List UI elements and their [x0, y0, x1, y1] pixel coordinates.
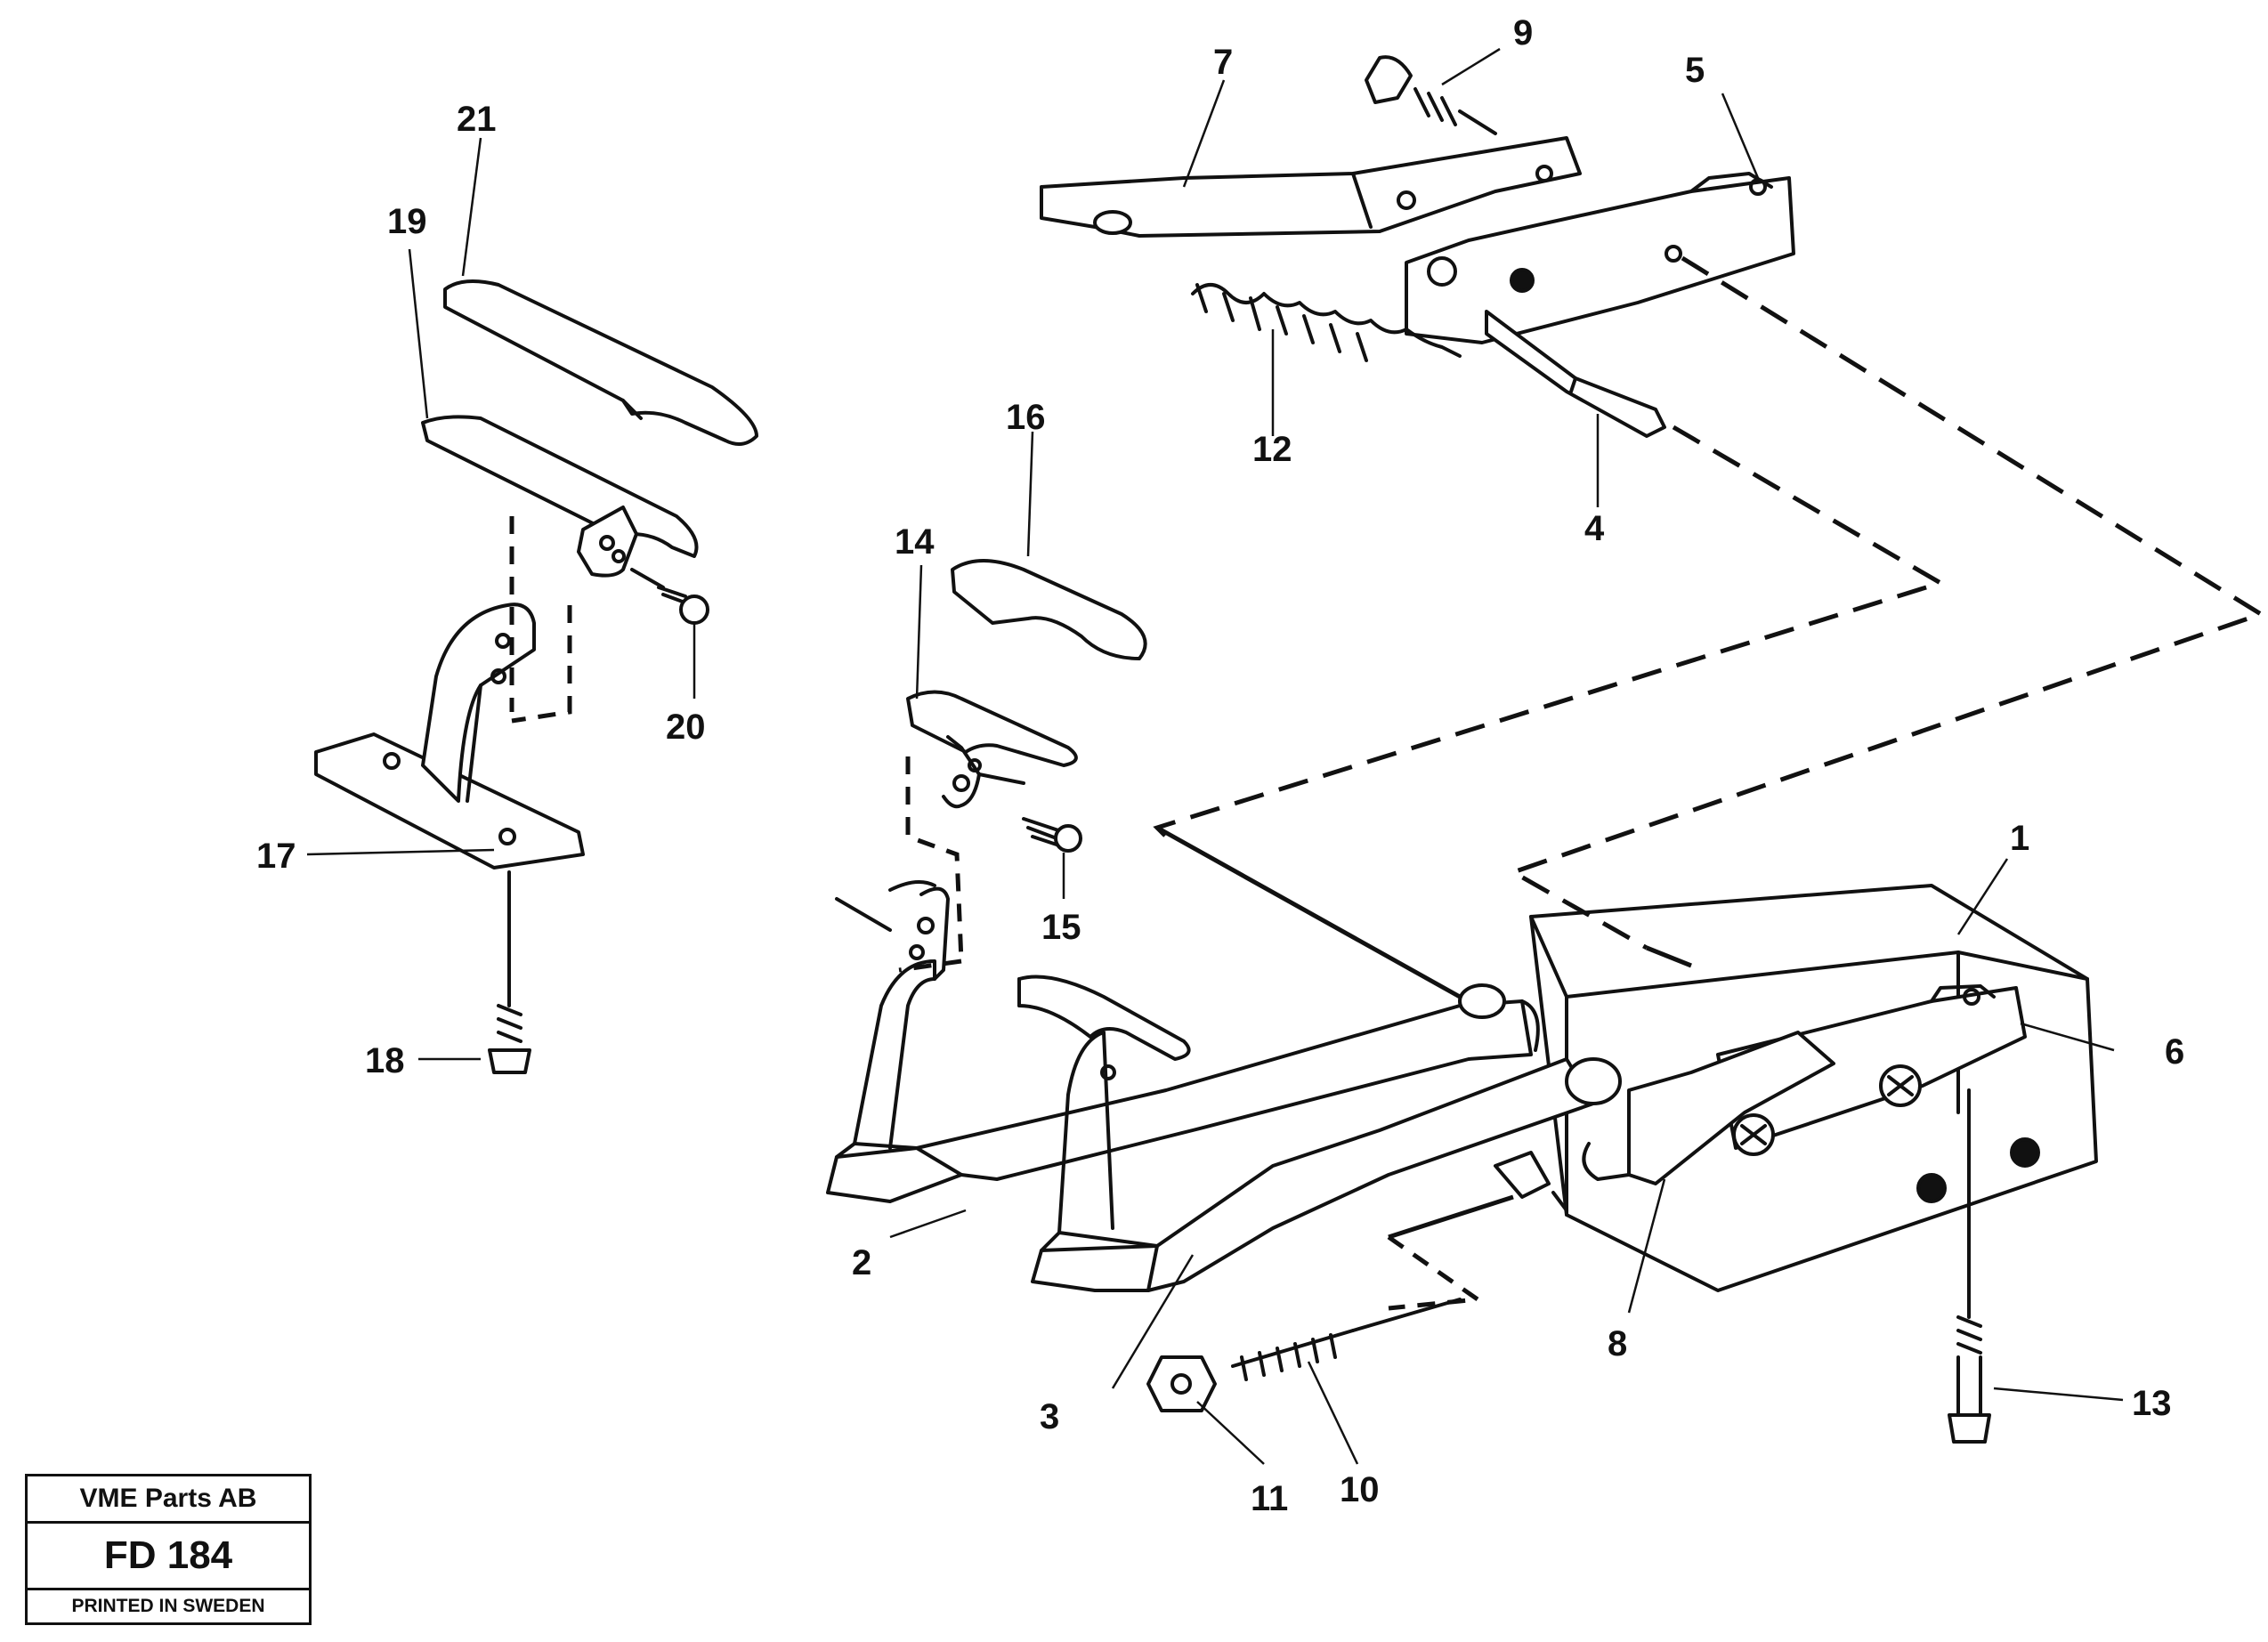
bracket-part-6: [1716, 984, 2027, 1156]
callout-10: 10: [1340, 1470, 1380, 1509]
bolt-9: [1365, 55, 1497, 135]
pedal-arm-2: [826, 880, 1540, 1203]
bolt-18: [488, 870, 531, 1074]
callout-19: 19: [387, 202, 427, 241]
callout-13: 13: [2132, 1384, 2172, 1423]
pedal-cover-21: [443, 279, 758, 446]
spring-10: [1231, 1298, 1462, 1381]
pedal-bracket-17: [314, 603, 585, 870]
pedal-pad-14: [906, 690, 1078, 809]
plate-7: [1040, 136, 1582, 238]
callout-7: 7: [1213, 43, 1233, 82]
callout-20: 20: [666, 708, 706, 747]
bolt-15: [977, 772, 1082, 853]
callout-6: 6: [2165, 1032, 2184, 1072]
callout-11: 11: [1251, 1479, 1288, 1518]
company-name: VME Parts AB: [28, 1476, 309, 1524]
pedal-cover-16: [951, 559, 1147, 660]
callout-4: 4: [1584, 509, 1605, 548]
callout-17: 17: [256, 837, 296, 876]
callout-8: 8: [1608, 1324, 1627, 1363]
callout-12: 12: [1252, 430, 1292, 469]
pedal-arm-3: [1017, 975, 1622, 1292]
shaft-4: [1485, 310, 1666, 438]
callout-leaders: [306, 47, 2124, 1465]
callout-5: 5: [1685, 51, 1705, 90]
callout-3: 3: [1040, 1397, 1059, 1436]
bolt-13: [1948, 1088, 1991, 1444]
title-block: VME Parts AB FD 184 PRINTED IN SWEDEN: [25, 1474, 312, 1625]
assembly-lines: [509, 255, 2266, 1311]
callout-2: 2: [852, 1243, 871, 1282]
spring-12: [1191, 283, 1462, 362]
callout-18: 18: [365, 1041, 405, 1080]
callouts: 1 2 3 4 5 6 7 8 9 10 11 12 13 14 15 16 1…: [256, 13, 2184, 1518]
bracket-part-8: [1582, 1031, 1835, 1185]
bolt-20: [630, 568, 709, 625]
callout-9: 9: [1513, 13, 1533, 53]
bracket-5: [1405, 172, 1795, 344]
printed-note: PRINTED IN SWEDEN: [71, 1596, 265, 1616]
callout-16: 16: [1006, 398, 1046, 437]
nut-11: [1146, 1355, 1217, 1412]
pedal-pad-19: [421, 415, 699, 578]
callout-14: 14: [895, 522, 935, 562]
callout-15: 15: [1041, 908, 1081, 947]
adjuster-screw: [1494, 1151, 1568, 1212]
drawing-code: FD 184: [28, 1524, 309, 1590]
callout-21: 21: [457, 100, 497, 139]
callout-1: 1: [2010, 819, 2029, 858]
